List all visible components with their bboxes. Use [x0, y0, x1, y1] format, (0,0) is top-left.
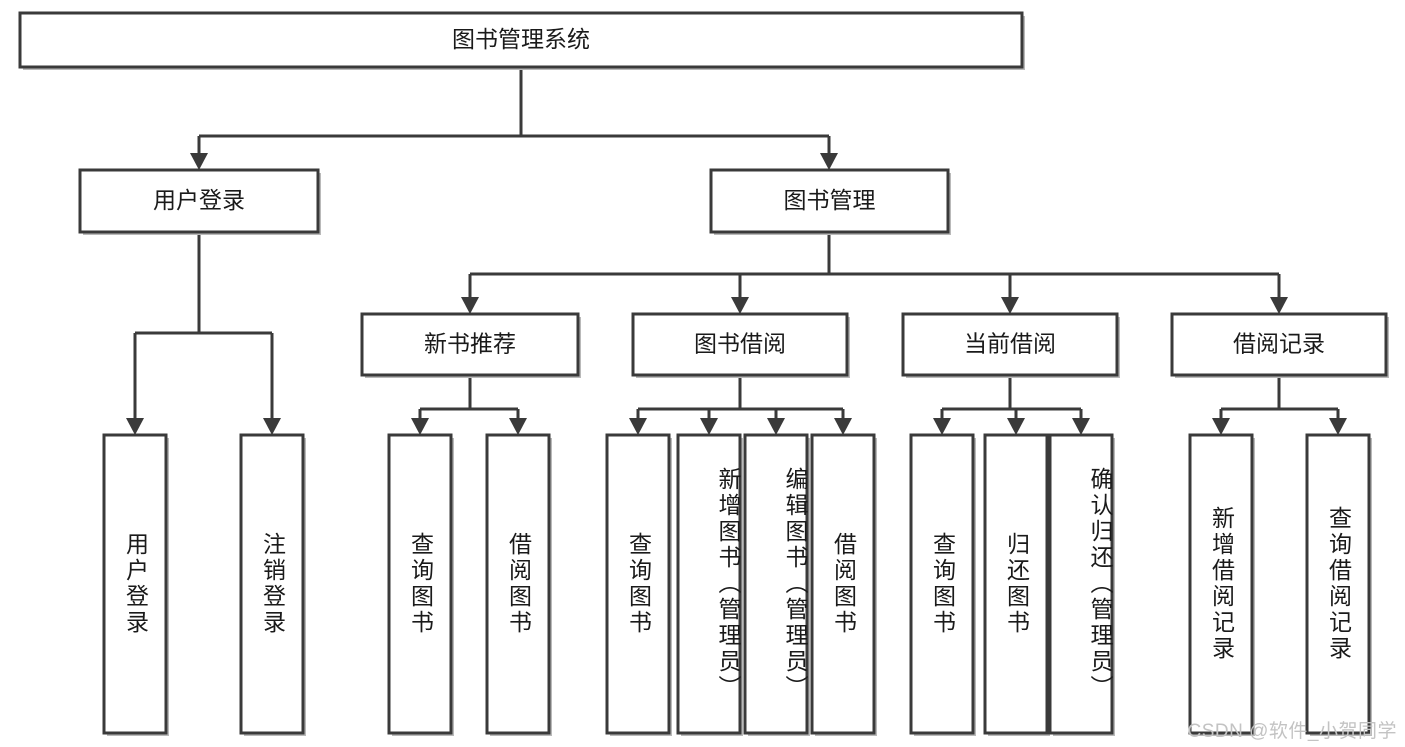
- arrow-icon-bookborrow-1: [700, 418, 718, 435]
- node-leaf-logout[interactable]: [239, 433, 305, 735]
- node-leaf-borrow-book[interactable]: [810, 433, 876, 735]
- arrow-icon-currentborrow-0: [933, 418, 951, 435]
- node-leaf-query-book-rec[interactable]: [387, 433, 453, 735]
- node-leaf-query-record[interactable]: [1305, 433, 1371, 735]
- arrow-icon-bookborrow-3: [834, 418, 852, 435]
- node-root-label: 图书管理系统: [452, 26, 590, 52]
- node-root[interactable]: [18, 11, 1024, 69]
- node-book-manage-label: 图书管理: [784, 187, 876, 213]
- node-leaf-add-record[interactable]: [1188, 433, 1254, 735]
- node-user-login-label: 用户登录: [153, 187, 245, 213]
- node-book-borrow-label: 图书借阅: [694, 331, 786, 357]
- node-new-book-recommend-label: 新书推荐: [424, 331, 516, 357]
- arrow-icon-currentborrow-1: [1007, 418, 1025, 435]
- boxes-layer: [18, 11, 1389, 736]
- arrow-icon-bookmanage-2: [1001, 297, 1019, 314]
- node-new-book-recommend[interactable]: [360, 312, 580, 377]
- node-book-manage[interactable]: [709, 168, 950, 234]
- node-leaf-confirm-return[interactable]: [1048, 433, 1114, 735]
- node-current-borrow-label: 当前借阅: [964, 331, 1056, 357]
- arrow-icon-userlogin-1: [263, 418, 281, 435]
- csdn-watermark: CSDN @软件_小贺同学: [1187, 721, 1397, 742]
- node-leaf-return-book[interactable]: [983, 433, 1049, 735]
- arrow-icon-bookmanage-3: [1270, 297, 1288, 314]
- node-leaf-query-book-borrow[interactable]: [605, 433, 671, 735]
- arrow-icon-root-1: [820, 153, 838, 170]
- node-user-login[interactable]: [78, 168, 320, 234]
- connectors-layer: [126, 67, 1347, 435]
- node-book-borrow[interactable]: [631, 312, 849, 377]
- arrow-icon-borrowrecord-0: [1212, 418, 1230, 435]
- arrow-icon-bookmanage-1: [731, 297, 749, 314]
- arrow-icon-root-0: [190, 153, 208, 170]
- node-borrow-record-label: 借阅记录: [1233, 331, 1325, 357]
- node-leaf-borrow-book-rec[interactable]: [485, 433, 551, 735]
- arrow-icon-bookmanage-0: [461, 297, 479, 314]
- node-current-borrow[interactable]: [901, 312, 1119, 377]
- node-borrow-record[interactable]: [1170, 312, 1388, 377]
- arrow-icon-borrowrecord-1: [1329, 418, 1347, 435]
- arrow-icon-currentborrow-2: [1072, 418, 1090, 435]
- arrow-icon-newbook-0: [411, 418, 429, 435]
- node-leaf-add-book[interactable]: [676, 433, 742, 735]
- arrow-icon-bookborrow-0: [629, 418, 647, 435]
- node-leaf-query-book-current[interactable]: [909, 433, 975, 735]
- arrow-icon-bookborrow-2: [767, 418, 785, 435]
- node-leaf-edit-book[interactable]: [743, 433, 809, 735]
- arrow-icon-newbook-1: [509, 418, 527, 435]
- node-leaf-user-login[interactable]: [102, 433, 168, 735]
- arrow-icon-userlogin-0: [126, 418, 144, 435]
